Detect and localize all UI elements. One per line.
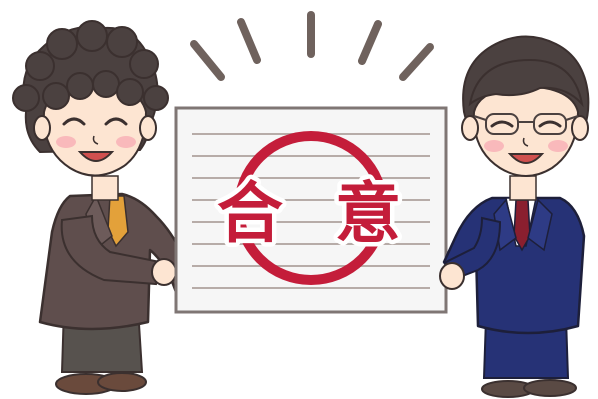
right-person-arm <box>444 216 502 282</box>
left-person-blush <box>116 136 136 148</box>
right-person-eye <box>538 120 562 128</box>
left-person-eye <box>62 117 86 126</box>
left-person-blush <box>56 136 76 148</box>
left-person-fringe <box>42 70 144 110</box>
right-person-blush <box>484 140 504 152</box>
left-person-ear <box>139 115 157 141</box>
right-person-ear <box>461 115 479 141</box>
right-person-eye <box>490 120 514 128</box>
right-person-neck <box>509 175 537 201</box>
left-person-ear <box>33 115 51 141</box>
left-person-neck <box>91 175 119 201</box>
burst-line <box>190 40 225 81</box>
left-person <box>12 20 192 395</box>
right-person-shoe <box>523 379 577 397</box>
stamp-circle <box>234 131 388 285</box>
left-person-eye <box>104 117 128 126</box>
right-person-lapel <box>527 198 553 252</box>
right-person-suit <box>442 196 586 335</box>
burst-lines <box>190 11 434 81</box>
glasses-icon <box>473 113 579 135</box>
left-person-hand <box>151 258 177 286</box>
burst-line <box>237 18 261 64</box>
stamp-text-right: 意 <box>335 175 401 252</box>
right-person <box>439 35 590 398</box>
burst-line <box>358 20 382 65</box>
stamp-text-left: 合 <box>217 175 283 252</box>
right-person-fringe <box>468 58 584 108</box>
right-person-ear <box>571 115 589 141</box>
left-person-nose <box>92 135 99 145</box>
left-person-tie <box>107 195 129 248</box>
burst-line <box>399 43 434 81</box>
agreement-sign: 合 意 <box>174 106 448 314</box>
right-person-nose <box>522 137 529 147</box>
right-person-blush <box>548 140 568 152</box>
left-person-mouth <box>77 151 115 162</box>
right-person-mouth <box>507 153 545 164</box>
left-person-shoe <box>97 372 147 392</box>
left-person-arm <box>60 214 162 286</box>
right-person-hand <box>439 262 465 290</box>
left-person-curls <box>12 20 169 112</box>
